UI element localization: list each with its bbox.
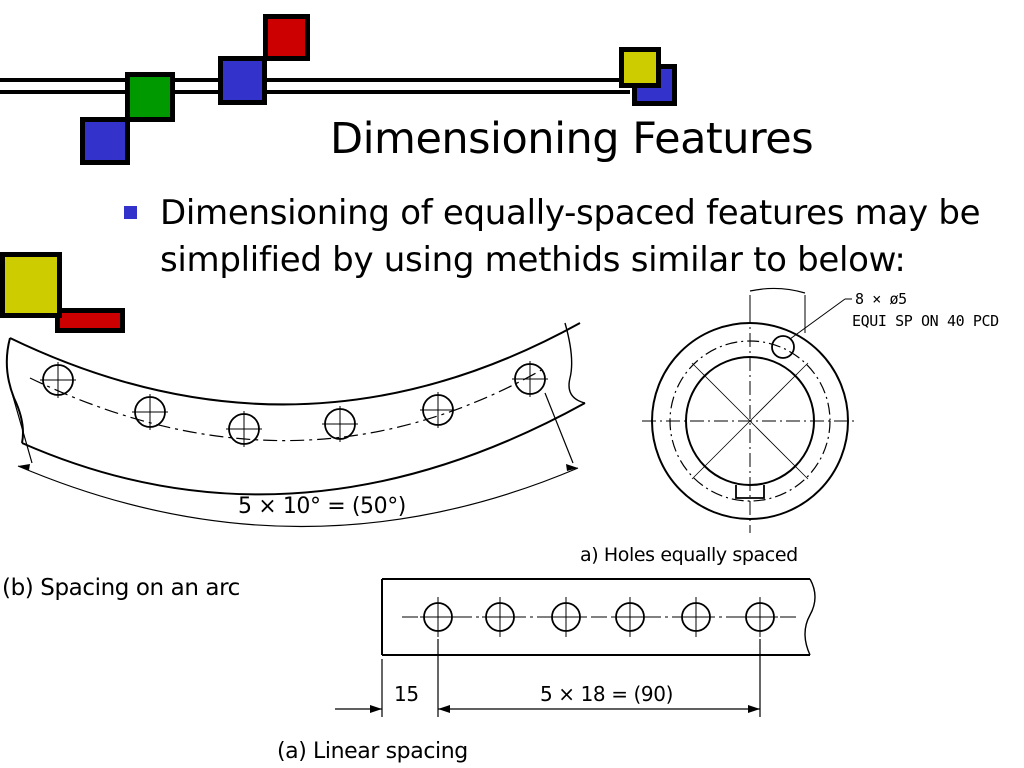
- arc-dimension-label: 5 × 10° = (50°): [238, 494, 406, 519]
- decor-square-yellow-right: [619, 47, 661, 88]
- linear-dim-start: 15: [394, 682, 419, 706]
- circle-caption: a) Holes equally spaced: [580, 544, 798, 566]
- bullet-text: Dimensioning of equally-spaced features …: [160, 193, 981, 280]
- circle-note-line2: EQUI SP ON 40 PCD: [852, 312, 999, 330]
- linear-caption: (a) Linear spacing: [277, 739, 468, 764]
- decor-square-red-top: [263, 14, 310, 61]
- linear-dim-span: 5 × 18 = (90): [540, 682, 673, 706]
- arc-holes: [40, 361, 548, 447]
- circle-note-line1: 8 × ø5: [855, 290, 907, 308]
- linear-holes: [420, 597, 778, 637]
- decor-square-blue-mid: [218, 56, 267, 105]
- header-rule-bottom: [0, 90, 630, 94]
- slide-title: Dimensioning Features: [330, 114, 814, 164]
- decor-square-green: [125, 72, 175, 122]
- arc-caption: (b) Spacing on an arc: [2, 575, 240, 601]
- header-rule-top: [0, 78, 630, 82]
- arc-spacing-figure: [5, 322, 586, 528]
- decor-square-yellow-left: [0, 252, 62, 318]
- bullet-marker: [124, 206, 137, 219]
- linear-spacing-figure: [335, 578, 816, 717]
- decor-square-blue-left: [80, 117, 130, 165]
- circle-spacing-figure: [642, 287, 858, 533]
- decor-square-red-left: [55, 308, 125, 333]
